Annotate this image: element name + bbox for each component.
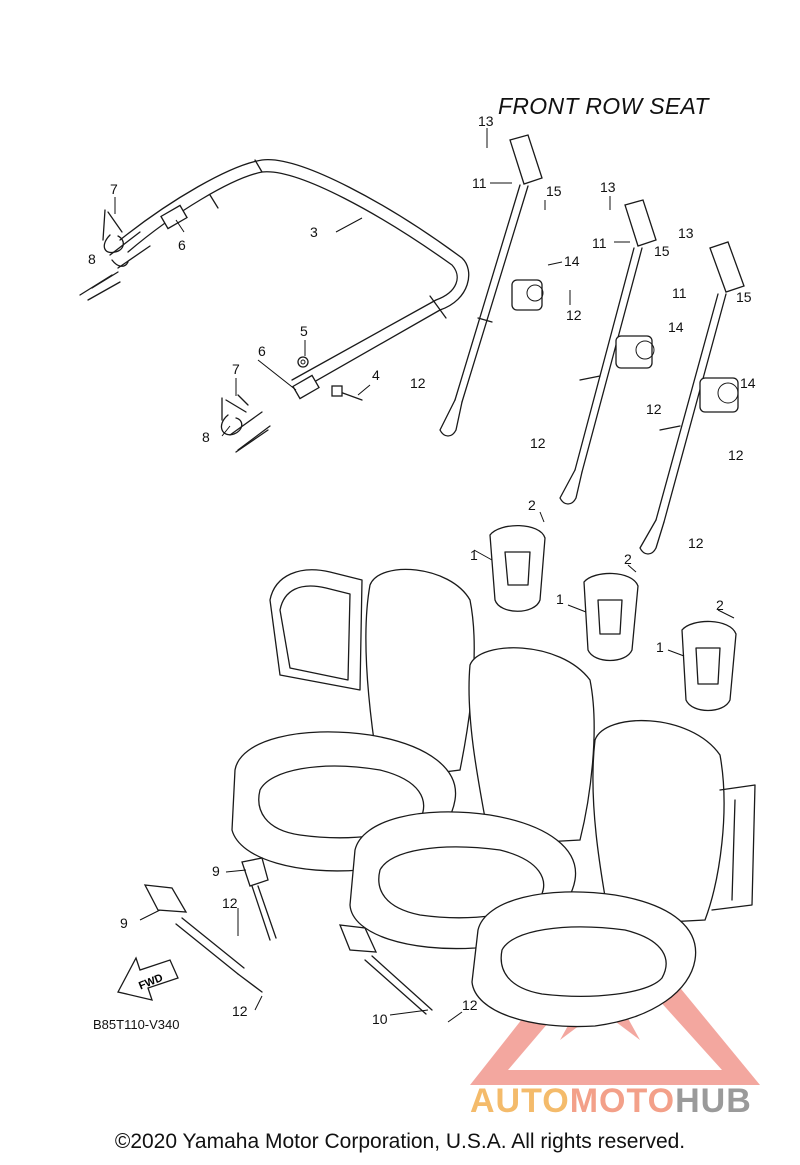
callout-12e: 12 bbox=[728, 447, 744, 463]
callout-12h: 12 bbox=[232, 1003, 248, 1019]
callout-12d: 12 bbox=[530, 435, 546, 451]
buckle-10 bbox=[338, 924, 433, 1015]
callout-1a: 1 bbox=[470, 547, 478, 563]
callout-1c: 1 bbox=[656, 639, 664, 655]
callout-12f: 12 bbox=[688, 535, 704, 551]
callout-9a: 9 bbox=[212, 863, 220, 879]
diagram-code: B85T110-V340 bbox=[93, 1017, 180, 1032]
callout-2b: 2 bbox=[624, 551, 632, 567]
callout-13c: 13 bbox=[678, 225, 694, 241]
callout-11c: 11 bbox=[672, 285, 687, 301]
seatbelt-left bbox=[439, 134, 544, 437]
callout-11b: 11 bbox=[592, 235, 607, 251]
headrest-2 bbox=[583, 572, 639, 662]
upper-bracket bbox=[79, 209, 129, 301]
callout-13b: 13 bbox=[600, 179, 616, 195]
buckle-left bbox=[143, 884, 263, 993]
callout-15c: 15 bbox=[736, 289, 752, 305]
callout-7a: 7 bbox=[110, 181, 118, 197]
watermark-text: AUTOMOTOHUB bbox=[470, 1082, 752, 1121]
callout-14c: 14 bbox=[740, 375, 756, 391]
watermark-moto: MOTO bbox=[569, 1082, 676, 1120]
fwd-arrow: FWD bbox=[117, 956, 179, 1001]
lower-bracket bbox=[220, 394, 269, 453]
callout-2c: 2 bbox=[716, 597, 724, 613]
bolts-4-5 bbox=[297, 356, 363, 401]
callout-12c: 12 bbox=[646, 401, 662, 417]
watermark-auto: AUTO bbox=[470, 1082, 570, 1120]
diagram-title: FRONT ROW SEAT bbox=[498, 93, 709, 119]
headrest-1 bbox=[489, 524, 546, 612]
leader-lines bbox=[114, 128, 735, 1023]
callout-12i: 12 bbox=[462, 997, 478, 1013]
seat-right bbox=[471, 719, 756, 1028]
headrest-3 bbox=[681, 620, 737, 712]
seat-frame-left bbox=[269, 569, 363, 691]
callout-5: 5 bbox=[300, 323, 308, 339]
callout-13a: 13 bbox=[478, 113, 494, 129]
callout-8a: 8 bbox=[88, 251, 96, 267]
callouts: 1 1 1 2 2 2 3 4 5 6 6 7 7 8 8 9 9 10 11 … bbox=[88, 113, 756, 1027]
callout-6a: 6 bbox=[178, 237, 186, 253]
callout-12a: 12 bbox=[566, 307, 582, 323]
callout-14a: 14 bbox=[564, 253, 580, 269]
callout-4: 4 bbox=[372, 367, 380, 383]
callout-3: 3 bbox=[310, 224, 318, 240]
callout-12g: 12 bbox=[222, 895, 238, 911]
callout-12b: 12 bbox=[410, 375, 426, 391]
seatbelt-middle bbox=[559, 199, 657, 505]
watermark-hub: HUB bbox=[675, 1082, 752, 1120]
copyright-notice: ©2020 Yamaha Motor Corporation, U.S.A. A… bbox=[114, 1130, 686, 1153]
callout-11a: 11 bbox=[472, 175, 487, 191]
callout-1b: 1 bbox=[556, 591, 564, 607]
callout-6b: 6 bbox=[258, 343, 266, 359]
callout-8b: 8 bbox=[202, 429, 210, 445]
buckle-9-upper bbox=[241, 857, 277, 941]
grab-bar bbox=[109, 159, 470, 451]
callout-15a: 15 bbox=[546, 183, 562, 199]
callout-9b: 9 bbox=[120, 915, 128, 931]
callout-2a: 2 bbox=[528, 497, 536, 513]
seatbelt-right bbox=[639, 241, 745, 555]
callout-15b: 15 bbox=[654, 243, 670, 259]
callout-10: 10 bbox=[372, 1011, 388, 1027]
callout-7b: 7 bbox=[232, 361, 240, 377]
callout-14b: 14 bbox=[668, 319, 684, 335]
